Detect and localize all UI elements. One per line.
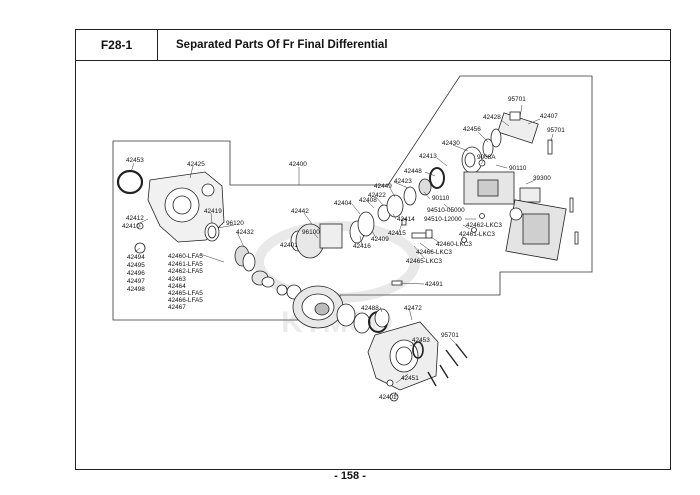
part-label: 42488 <box>361 305 379 312</box>
actuator-drawing <box>461 111 579 261</box>
part-label: 42461-LFA5 <box>168 261 203 268</box>
part-label: 42453 <box>126 157 144 164</box>
part-label: 42400 <box>289 161 307 168</box>
part-label: 42432 <box>236 229 254 236</box>
part-label: 42462-LFA5 <box>168 268 203 275</box>
part-label: 42422 <box>368 192 386 199</box>
part-label: 42491 <box>425 281 443 288</box>
part-label: 95701 <box>441 332 459 339</box>
part-label: 42456 <box>463 126 481 133</box>
part-label: 42442 <box>291 208 309 215</box>
page-title: Separated Parts Of Fr Final Differential <box>176 39 388 51</box>
part-label: 96120 <box>226 220 244 227</box>
part-label: 42497 <box>127 278 145 285</box>
part-label: 42462-LKC3 <box>466 222 502 229</box>
part-label: 42465-LFA5 <box>168 290 203 297</box>
part-label: 42472 <box>404 305 422 312</box>
part-label: 42412 <box>126 215 144 222</box>
part-label: 42425 <box>187 161 205 168</box>
part-label: 90110 <box>509 165 527 172</box>
part-label: 95701 <box>547 127 565 134</box>
part-label: 39300 <box>533 175 551 182</box>
part-label: 95701 <box>508 96 526 103</box>
part-label: 42415 <box>388 230 406 237</box>
header-row: F28-1 Separated Parts Of Fr Final Differ… <box>76 30 670 61</box>
part-label: 42449 <box>374 183 392 190</box>
part-label: 42413 <box>419 153 437 160</box>
part-label: 42428 <box>483 114 501 121</box>
part-label: 42496 <box>127 270 145 277</box>
part-labels: 95701 42407 42428 95701 42456 42430 9008… <box>122 96 565 401</box>
section-code: F28-1 <box>76 30 158 60</box>
part-label: 42404 <box>334 200 352 207</box>
part-label: 42402 <box>379 394 397 401</box>
part-label: 42465-LKC3 <box>406 258 442 265</box>
part-label: 42494 <box>127 254 145 261</box>
part-label: 94510-12000 <box>424 216 462 223</box>
part-label: 94510-05000 <box>427 207 465 214</box>
case-housing-drawing <box>116 169 225 254</box>
part-label: 42460-LFA5 <box>168 253 203 260</box>
part-label: 42461-LKC3 <box>459 231 495 238</box>
leader-lines <box>130 104 554 398</box>
part-label: 42453 <box>412 337 430 344</box>
part-label: 42464 <box>168 283 186 290</box>
part-label: 42401 <box>280 242 298 249</box>
part-label: 42495 <box>127 262 145 269</box>
part-label: 42451 <box>401 375 419 382</box>
part-label: 42448 <box>404 168 422 175</box>
lower-cover-drawing <box>367 308 468 402</box>
part-label: 42407 <box>540 113 558 120</box>
part-label: 42423 <box>394 178 412 185</box>
part-label: 42463 <box>168 276 186 283</box>
part-label: 42408 <box>359 197 377 204</box>
page-number: - 158 - <box>334 470 366 482</box>
part-label: 42460-LKC3 <box>436 241 472 248</box>
part-label: 42414 <box>397 216 415 223</box>
part-label: 42467 <box>168 304 186 311</box>
part-label: 90110 <box>432 195 450 202</box>
page-frame: F28-1 Separated Parts Of Fr Final Differ… <box>75 29 671 470</box>
part-label: 42419 <box>204 208 222 215</box>
part-label: 42409 <box>371 236 389 243</box>
gear-assembly-drawing <box>234 167 445 334</box>
part-label: 42430 <box>442 140 460 147</box>
part-label: 96100 <box>302 229 320 236</box>
part-label: 42466-LKC3 <box>416 249 452 256</box>
part-label: 42498 <box>127 286 145 293</box>
part-label: 42466-LFA5 <box>168 297 203 304</box>
part-label: 9008A <box>477 154 496 161</box>
part-label: 42410 <box>122 223 140 230</box>
part-label: 42416 <box>353 243 371 250</box>
